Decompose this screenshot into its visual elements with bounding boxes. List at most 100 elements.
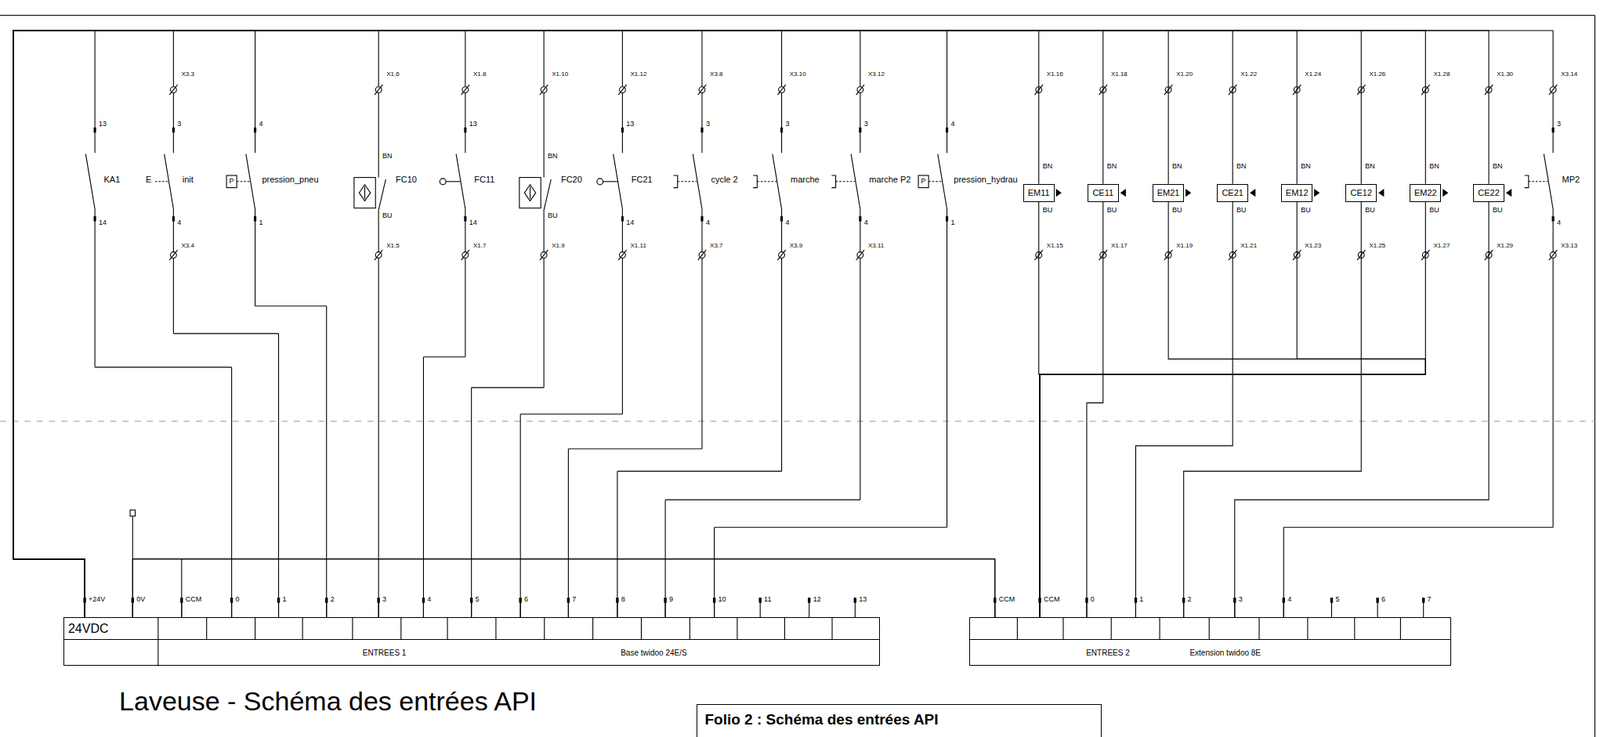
- terminal-label: X1.23: [1303, 242, 1322, 250]
- wire: [859, 93, 861, 154]
- sensor-box: CE11: [1087, 184, 1119, 203]
- ground-mark: [130, 510, 136, 517]
- sensor-box: EM12: [1281, 184, 1313, 203]
- device-label: MP2: [1561, 175, 1582, 185]
- terminal-label: X1.20: [1175, 71, 1194, 78]
- plc-terminal-number: 5: [474, 596, 481, 604]
- terminal-label: X1.27: [1432, 242, 1451, 250]
- terminal-label: X1.21: [1239, 242, 1258, 250]
- wire: [543, 257, 545, 388]
- wire: [1552, 93, 1554, 154]
- wire: [665, 499, 667, 618]
- wire: [464, 209, 466, 253]
- terminal-label: X1.7: [472, 242, 487, 250]
- contact-number: 1: [949, 219, 956, 227]
- beam-direction-arrow: [1505, 188, 1512, 197]
- contact-marker: [780, 127, 783, 134]
- wire-color: BN: [1042, 162, 1054, 171]
- terminal-label: X1.6: [385, 71, 400, 78]
- contact-marker: [858, 127, 862, 134]
- diagram-title: Laveuse - Schéma des entrées API: [118, 687, 538, 715]
- plc-terminal-number: CCM: [1042, 596, 1061, 604]
- wire: [946, 209, 948, 528]
- contact-number: 13: [97, 120, 108, 128]
- wire: [543, 93, 545, 178]
- terminal-label: X1.26: [1368, 71, 1387, 78]
- wire: [701, 93, 703, 154]
- terminal-label: X1.28: [1432, 71, 1451, 78]
- module-grid: [157, 617, 159, 667]
- terminal-label: X3.11: [867, 242, 885, 250]
- wire: [568, 448, 703, 449]
- contact-number: 3: [784, 120, 790, 128]
- wire: [94, 366, 232, 368]
- sensor-name: EM22: [1414, 188, 1438, 198]
- terminal-label: X3.10: [789, 71, 808, 78]
- plc-terminal-number: 13: [857, 596, 868, 604]
- plc-terminal-lead: [760, 597, 761, 618]
- wire: [665, 499, 861, 501]
- wire: [543, 30, 545, 87]
- wire: [470, 387, 472, 618]
- contact-number: 4: [1556, 219, 1562, 227]
- caption-text: Folio 2 : Schéma des entrées API: [704, 712, 938, 728]
- schematic-group: [0, 15, 1595, 737]
- module-grid: [447, 617, 449, 641]
- contact-marker: [621, 127, 624, 134]
- wire: [254, 209, 256, 307]
- contact-number: 3: [705, 120, 711, 128]
- wire: [173, 209, 174, 253]
- actuator-link: [1528, 180, 1549, 182]
- wire: [278, 333, 279, 618]
- plc-terminal-number: 10: [717, 596, 728, 604]
- beam-direction-arrow: [1314, 188, 1320, 197]
- beam-direction-arrow: [1378, 188, 1384, 197]
- module-grid: [969, 639, 1452, 641]
- beam-direction-arrow: [1056, 188, 1062, 197]
- wire: [781, 209, 782, 253]
- wire-color: BU: [1235, 206, 1248, 214]
- proximity-symbol: [354, 177, 376, 209]
- sensor-box: EM22: [1409, 184, 1441, 203]
- wire: [255, 305, 327, 307]
- proximity-symbol: [358, 184, 370, 202]
- wire-color: BU: [1106, 206, 1119, 214]
- wire: [617, 470, 782, 472]
- wire-connector: [13, 30, 1104, 618]
- contact-marker: [463, 127, 467, 134]
- wire-color: BU: [1299, 206, 1312, 214]
- terminal-label: X1.22: [1239, 71, 1258, 78]
- contact-marker: [94, 127, 97, 134]
- switch-blade: [850, 154, 861, 210]
- contact-number: 14: [468, 219, 478, 227]
- contact-number: 1: [257, 219, 264, 227]
- contact-number: 14: [97, 219, 108, 227]
- pressure-symbol-letter: P: [228, 177, 236, 185]
- actuator-link: [445, 180, 460, 182]
- wire-color: BU: [546, 212, 559, 220]
- contact-marker: [945, 127, 949, 134]
- module-grid: [736, 617, 738, 641]
- wire-connector: [13, 30, 1297, 618]
- terminal-label: X1.9: [550, 242, 565, 250]
- wire: [622, 209, 623, 253]
- wire: [781, 257, 782, 471]
- module-grid: [1062, 617, 1064, 641]
- switch-blade: [772, 154, 782, 210]
- wire: [1552, 257, 1554, 528]
- contact-marker: [172, 127, 175, 134]
- beam-direction-arrow: [1185, 188, 1191, 197]
- pushbutton-symbol: [673, 175, 678, 189]
- wire-color: BN: [1364, 162, 1376, 171]
- plc-terminal-number: 0V: [135, 596, 146, 604]
- roller-symbol: [597, 178, 604, 185]
- plc-module: ENTREES 2Extension twidoo 8E: [969, 617, 1452, 667]
- plc-terminal-number: 9: [668, 596, 674, 604]
- plc-terminal-number: 3: [1238, 596, 1244, 604]
- sensor-name: EM12: [1285, 188, 1309, 198]
- terminal-label: X1.29: [1495, 242, 1514, 250]
- module-grid: [206, 617, 207, 641]
- module-label: ENTREES 2: [1085, 649, 1130, 658]
